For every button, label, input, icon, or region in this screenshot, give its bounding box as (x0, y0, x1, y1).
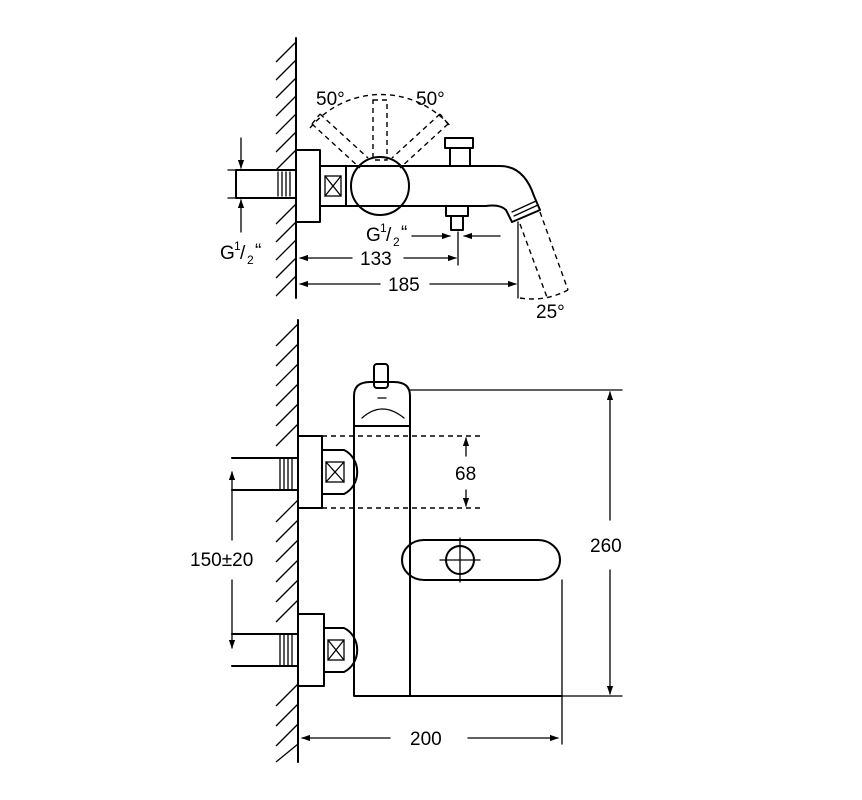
svg-text:1: 1 (234, 239, 241, 253)
svg-text:G: G (220, 243, 235, 264)
svg-text:2: 2 (393, 235, 400, 249)
svg-text:/: / (386, 225, 392, 246)
thread-size-spout: G 1 / 2 “ (366, 221, 407, 249)
control-knob-side (350, 156, 410, 216)
spout-swing-dashed (519, 211, 569, 301)
angle-right-label: 50° (416, 89, 445, 110)
upper-wall-connector (231, 435, 359, 509)
spout-outlet (511, 200, 539, 217)
front-view: 68 150±20 260 200 (190, 319, 623, 763)
control-knob-top (373, 363, 389, 399)
thread-size-left: G 1 / 2 “ (220, 239, 261, 267)
spout-outlet-front (439, 537, 481, 583)
angle-left-label: 50° (316, 89, 345, 110)
svg-text:“: “ (401, 223, 407, 244)
dimension-height: 260 (590, 536, 622, 557)
dimension-width: 200 (410, 729, 442, 750)
dimension-68: 68 (455, 464, 476, 485)
dimension-185: 185 (388, 275, 420, 296)
mixer-body-side (345, 165, 459, 207)
wall-hatching-bottom (275, 323, 299, 763)
svg-text:“: “ (255, 241, 261, 262)
handle-swing-dashed (309, 93, 453, 169)
side-view: 50° 50° G 1 / 2 “ G 1 / 2 “ 133 185 25° (220, 37, 569, 323)
spout-side (457, 165, 541, 223)
svg-text:2: 2 (247, 253, 254, 267)
spout-angle-label: 25° (536, 302, 565, 323)
dimension-133: 133 (360, 249, 392, 270)
diverter-button-side (444, 137, 474, 167)
wall-connector-side (235, 149, 347, 223)
mixer-body-front (353, 381, 563, 697)
svg-text:/: / (240, 243, 246, 264)
lower-wall-connector (231, 613, 359, 687)
dimension-centers: 150±20 (190, 550, 253, 571)
shower-outlet-side (445, 205, 469, 231)
svg-text:1: 1 (380, 221, 387, 235)
spout-front (401, 539, 561, 581)
svg-text:G: G (366, 225, 381, 246)
wall-hatching-top (275, 41, 297, 297)
